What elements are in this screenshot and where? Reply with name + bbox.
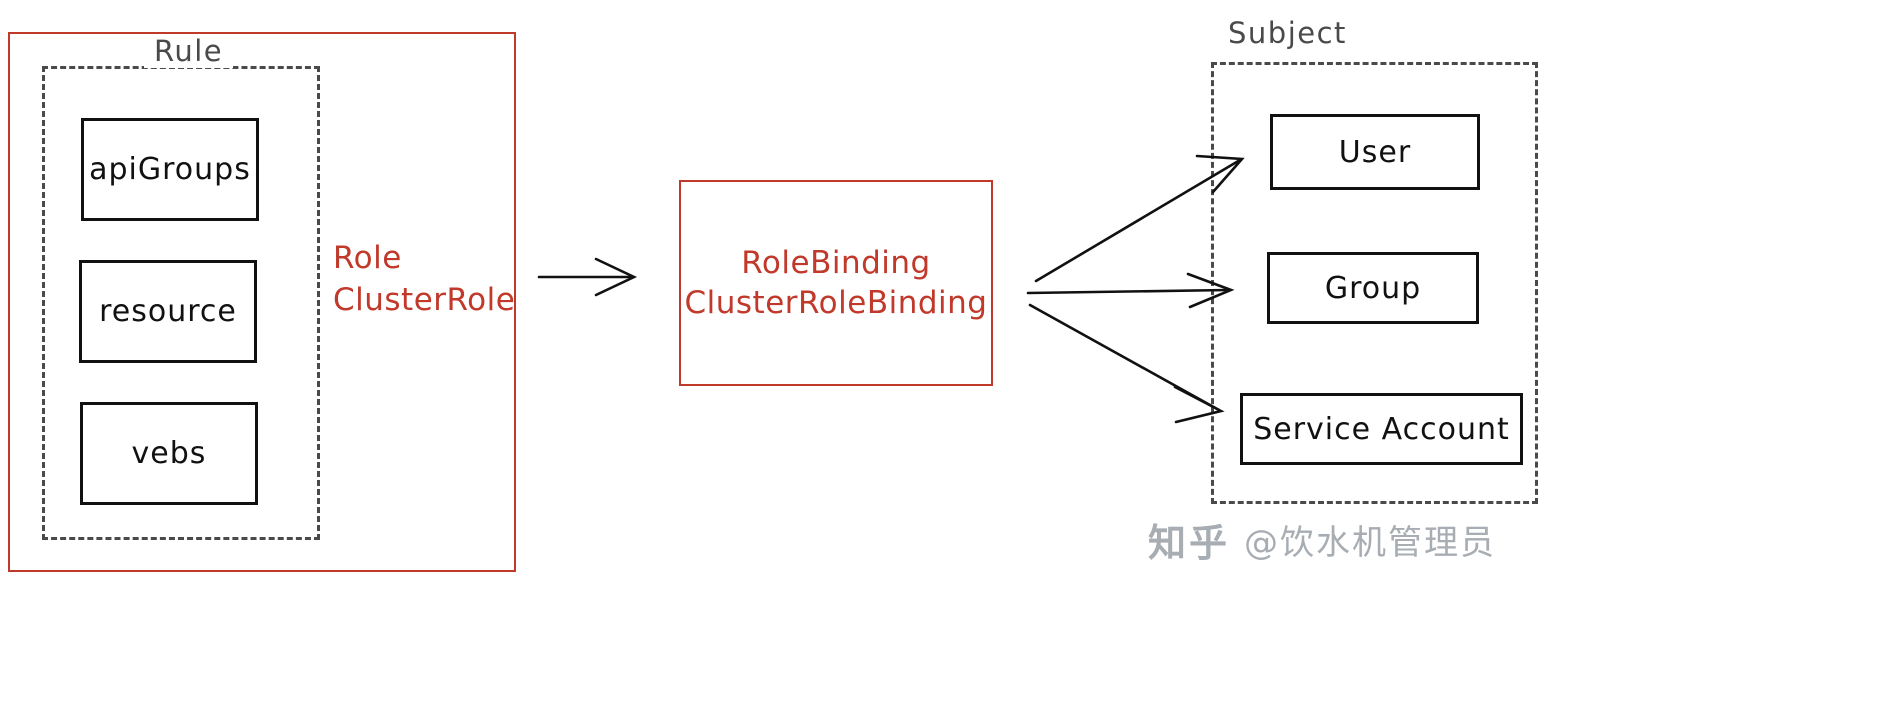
zhihu-username: @饮水机管理员 bbox=[1244, 523, 1497, 563]
subject-item-service-account: Service Account bbox=[1240, 393, 1523, 465]
arrow-rolebinding-to-group-line bbox=[1026, 288, 1230, 295]
rolebinding-box bbox=[679, 180, 993, 386]
subject-item-label: User bbox=[1338, 134, 1412, 170]
arrow-rolebinding-to-user-line bbox=[1034, 158, 1242, 283]
role-clusterrole-label: Role ClusterRole bbox=[333, 240, 515, 318]
subject-item-label: Service Account bbox=[1253, 411, 1510, 447]
rule-item-vebs: vebs bbox=[80, 402, 258, 505]
subject-item-group: Group bbox=[1267, 252, 1479, 324]
subject-item-user: User bbox=[1270, 114, 1480, 190]
subject-group-label: Subject bbox=[1218, 16, 1357, 50]
rule-item-label: vebs bbox=[131, 436, 207, 471]
arrow-role-to-rolebinding-head bbox=[594, 257, 638, 297]
rule-item-label: apiGroups bbox=[89, 152, 251, 187]
subject-item-label: Group bbox=[1324, 270, 1422, 306]
rule-group-label: Rule bbox=[144, 34, 234, 68]
role-label-line1: Role bbox=[333, 240, 402, 276]
rule-item-resource: resource bbox=[79, 260, 257, 363]
zhihu-logo: 知乎 bbox=[1148, 521, 1231, 565]
rule-item-apigroups: apiGroups bbox=[81, 118, 259, 221]
role-label-line2: ClusterRole bbox=[333, 282, 516, 318]
watermark: 知乎 @饮水机管理员 bbox=[1148, 512, 1496, 567]
rule-item-label: resource bbox=[99, 294, 237, 329]
arrow-rolebinding-to-sa-line bbox=[1028, 303, 1221, 412]
